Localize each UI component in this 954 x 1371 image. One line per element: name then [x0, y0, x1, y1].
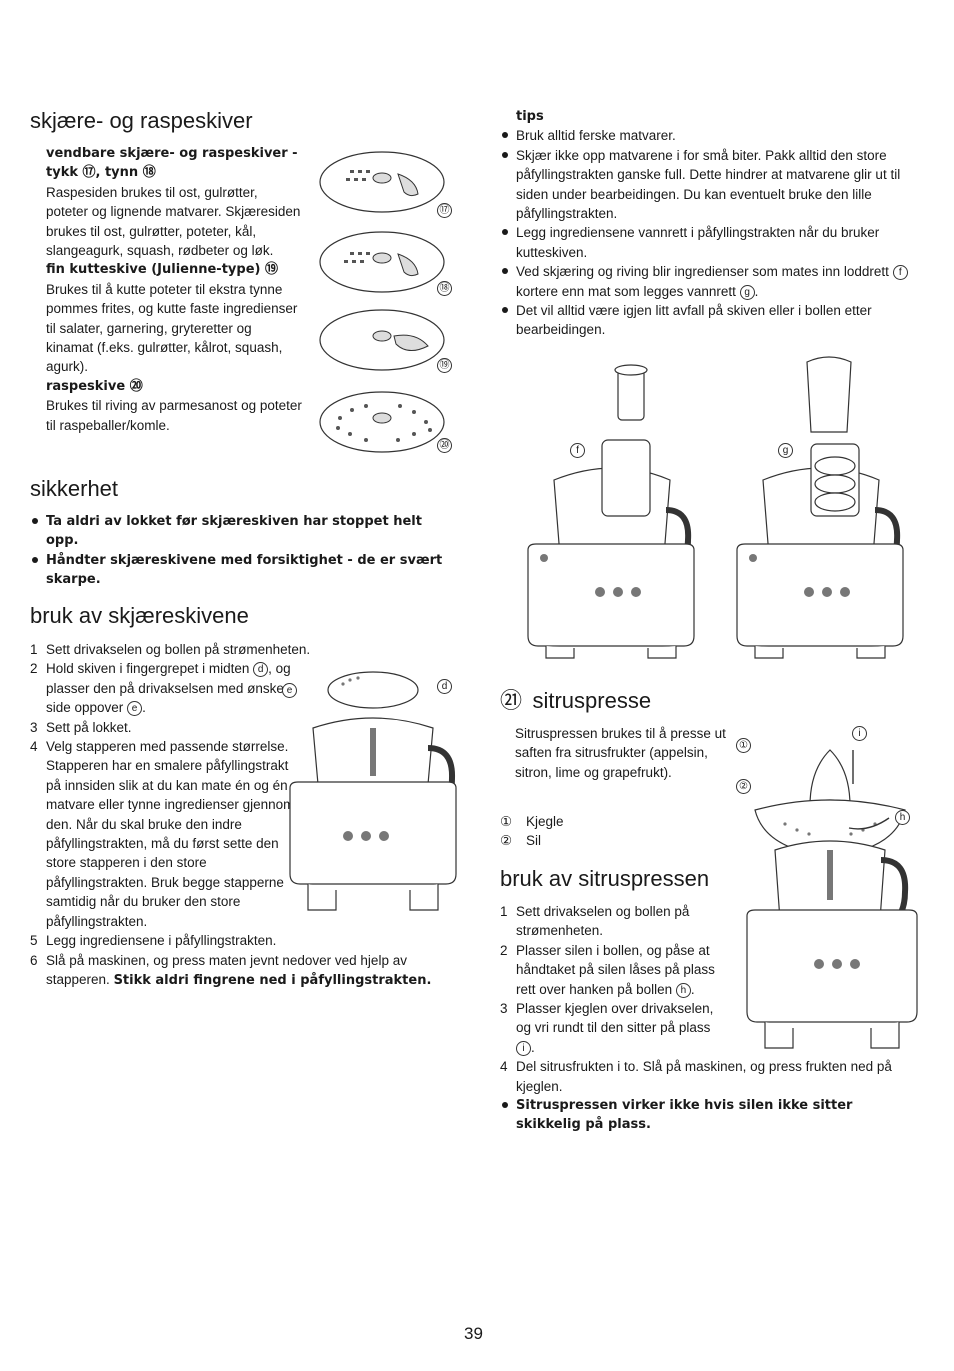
tips-heading: tips [516, 109, 544, 124]
tip-2: Skjær ikke opp matvarene i for små biter… [500, 146, 920, 224]
page-number: 39 [464, 1324, 483, 1343]
label-disc-20: ⑳ [437, 438, 452, 453]
safety-list: Ta aldri av lokket før skjæreskiven har … [30, 512, 458, 590]
label-i: i [852, 726, 867, 741]
label-g: g [778, 443, 793, 458]
julienne-disc-text: Brukes til å kutte poteter til ekstra ty… [46, 281, 298, 375]
ref-f: f [892, 265, 908, 281]
citrus-intro: Sitruspressen brukes til å presse ut saf… [515, 726, 726, 780]
label-d: d [437, 679, 452, 694]
label-disc-19: ⑲ [437, 358, 452, 373]
tips-section: tips Bruk alltid ferske matvarer. Skjær … [500, 107, 920, 340]
heading-citrus-press: ㉑ sitruspresse [500, 688, 652, 713]
reversible-discs-text: Raspesiden brukes til ost, gulrøtter, po… [46, 184, 301, 259]
label-disc-18: ⑱ [437, 281, 452, 296]
processor-horizontal-feed-illustration [736, 356, 904, 659]
ref-g: g [739, 284, 755, 300]
tip-3: Legg ingrediensene vannrett i påfyllings… [500, 223, 920, 262]
tip-5: Det vil alltid være igjen litt avfall på… [500, 301, 920, 340]
tip-1: Bruk alltid ferske matvarer. [500, 126, 920, 145]
grating-disc-heading: raspeskive ⑳ [46, 378, 143, 394]
processor-with-disc-illustration [289, 671, 457, 911]
ref-e: e [127, 701, 143, 717]
citrus-press-illustration [746, 749, 918, 1049]
heading-safety: sikkerhet [30, 476, 119, 501]
label-h: h [895, 810, 910, 825]
slicing-discs-section: vendbare skjære- og raspeskiver - tykk ⑰… [46, 144, 302, 435]
reversible-discs-heading: vendbare skjære- og raspeskiver - tykk ⑰… [46, 146, 298, 181]
section-number-21: ㉑ [500, 688, 523, 713]
label-f: f [570, 443, 585, 458]
ref-d: d [253, 662, 269, 678]
ref-h: h [675, 982, 691, 998]
grating-disc-text: Brukes til riving av parmesanost og pote… [46, 398, 302, 433]
ref-i: i [516, 1040, 531, 1056]
safety-item: Håndter skjæreskivene med forsiktighet -… [30, 551, 458, 590]
label-disc-17: ⑰ [437, 203, 452, 218]
citrus-warning: Sitruspressen virker ikke hvis silen ikk… [500, 1096, 920, 1135]
label-cone: ① [736, 738, 751, 753]
label-sieve: ② [736, 779, 751, 794]
heading-using-citrus-press: bruk av sitruspressen [500, 866, 710, 891]
processor-vertical-feed-illustration [527, 364, 695, 659]
slicing-discs-illustration [319, 151, 445, 453]
heading-slicing-discs: skjære- og raspeskiver [30, 108, 253, 133]
heading-using-discs: bruk av skjæreskivene [30, 603, 249, 628]
safety-item: Ta aldri av lokket før skjæreskiven har … [30, 512, 458, 551]
label-e: e [282, 683, 297, 698]
tip-4: Ved skjæring og riving blir ingredienser… [500, 262, 920, 301]
julienne-disc-heading: fin kutteskive (Julienne-type) ⑲ [46, 262, 278, 278]
